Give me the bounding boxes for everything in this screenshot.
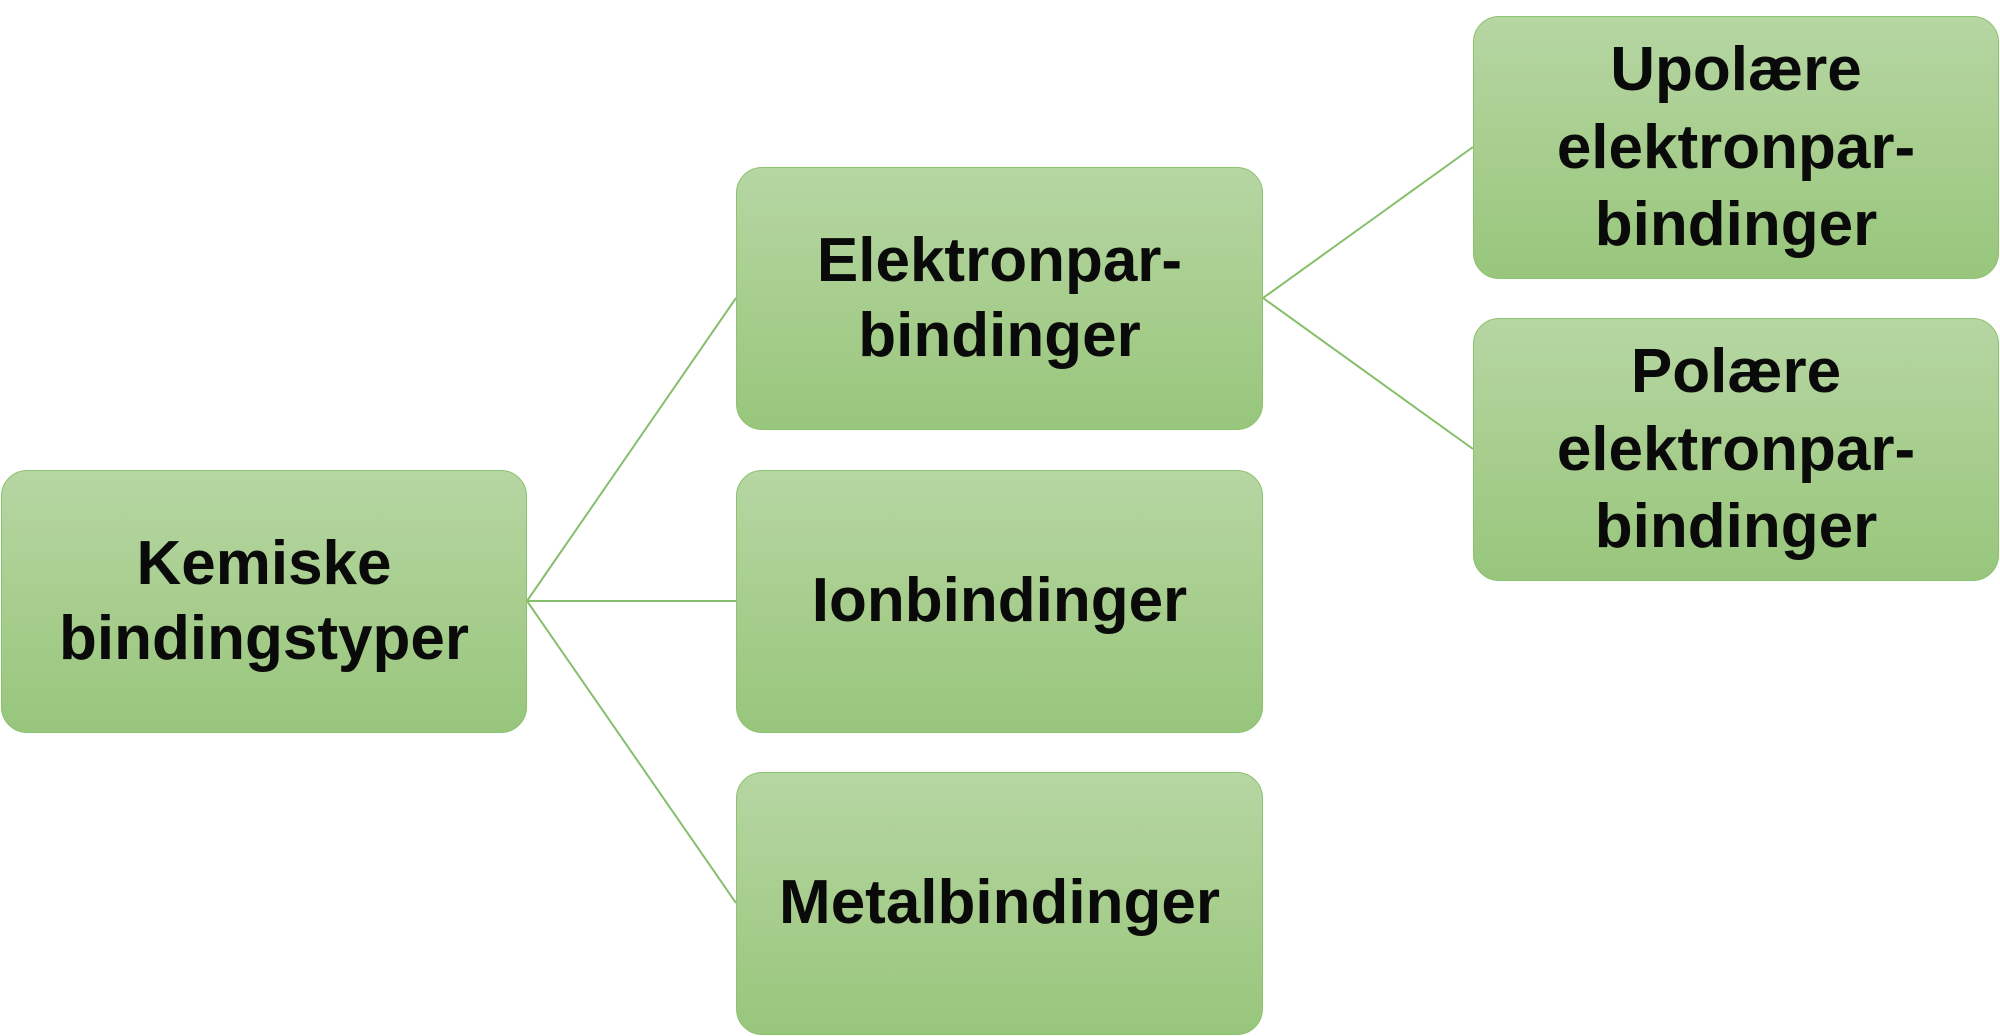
connector-root-to-metalbindinger — [526, 600, 737, 904]
connector-root-to-elektronpar — [526, 297, 737, 602]
node-metalbindinger: Metalbindinger — [736, 772, 1263, 1035]
node-label: Ionbindinger — [811, 566, 1188, 636]
node-label: Upolære elektronpar- bindinger — [1556, 35, 1916, 260]
node-polaere-elektronparbindinger: Polære elektronpar- bindinger — [1473, 318, 1999, 581]
node-kemiske-bindingstyper: Kemiske bindingstyper — [1, 470, 527, 733]
connector-elektronpar-to-polaere — [1262, 297, 1474, 450]
node-label: Elektronpar- bindinger — [816, 226, 1183, 370]
node-label: Kemiske bindingstyper — [59, 529, 469, 673]
node-elektronparbindinger: Elektronpar- bindinger — [736, 167, 1263, 430]
node-upolaere-elektronparbindinger: Upolære elektronpar- bindinger — [1473, 16, 1999, 279]
node-label: Polære elektronpar- bindinger — [1556, 337, 1916, 562]
node-label: Metalbindinger — [779, 868, 1220, 938]
node-ionbindinger: Ionbindinger — [736, 470, 1263, 733]
connector-elektronpar-to-upolaere — [1262, 146, 1474, 299]
